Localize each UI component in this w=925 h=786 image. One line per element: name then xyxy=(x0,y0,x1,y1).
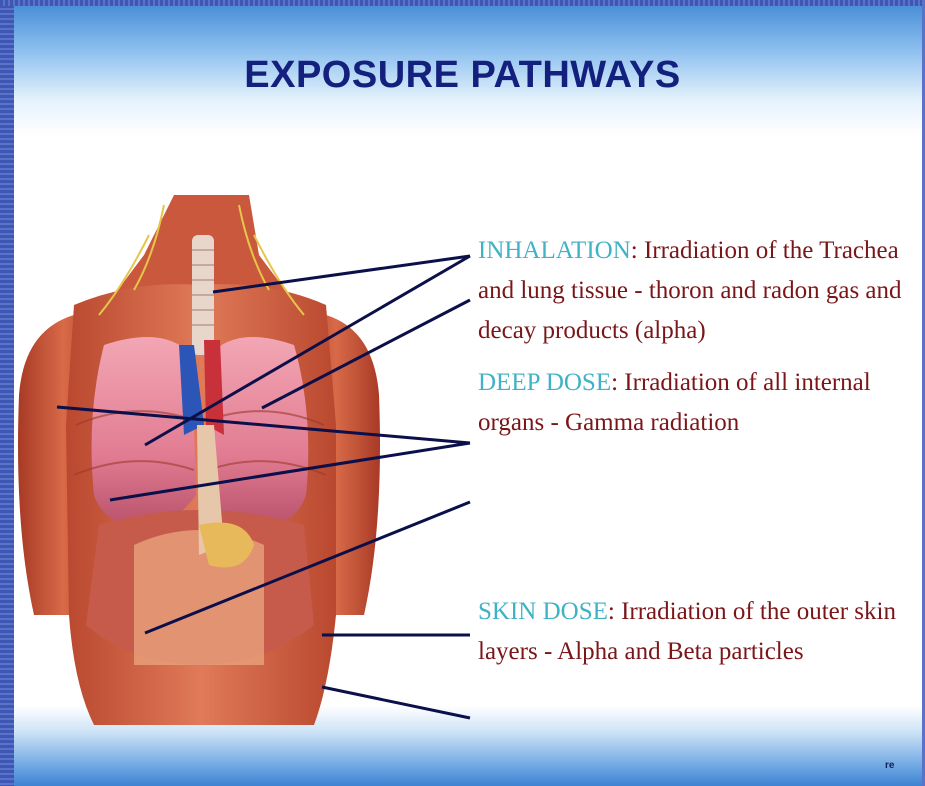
pathway-descriptions: INHALATION: Irradiation of the Trachea a… xyxy=(478,231,908,443)
leader-line-skin-lower xyxy=(322,687,470,718)
leader-line-deep-arm xyxy=(57,407,470,443)
leader-line-inhalation-left-lung xyxy=(145,256,470,445)
inhalation-description: INHALATION: Irradiation of the Trachea a… xyxy=(478,231,908,351)
leader-line-inhalation-trachea xyxy=(213,256,470,292)
deep-dose-description: DEEP DOSE: Irradiation of all internal o… xyxy=(478,363,908,443)
skin-dose-description: SKIN DOSE: Irradiation of the outer skin… xyxy=(478,592,908,672)
corner-mark: re xyxy=(885,760,894,771)
inhalation-label: INHALATION xyxy=(478,237,631,264)
skin-dose-label: SKIN DOSE xyxy=(478,598,608,625)
leader-line-deep-abdomen xyxy=(145,502,470,633)
leader-line-deep-lung xyxy=(110,443,470,500)
deep-dose-label: DEEP DOSE xyxy=(478,369,611,396)
